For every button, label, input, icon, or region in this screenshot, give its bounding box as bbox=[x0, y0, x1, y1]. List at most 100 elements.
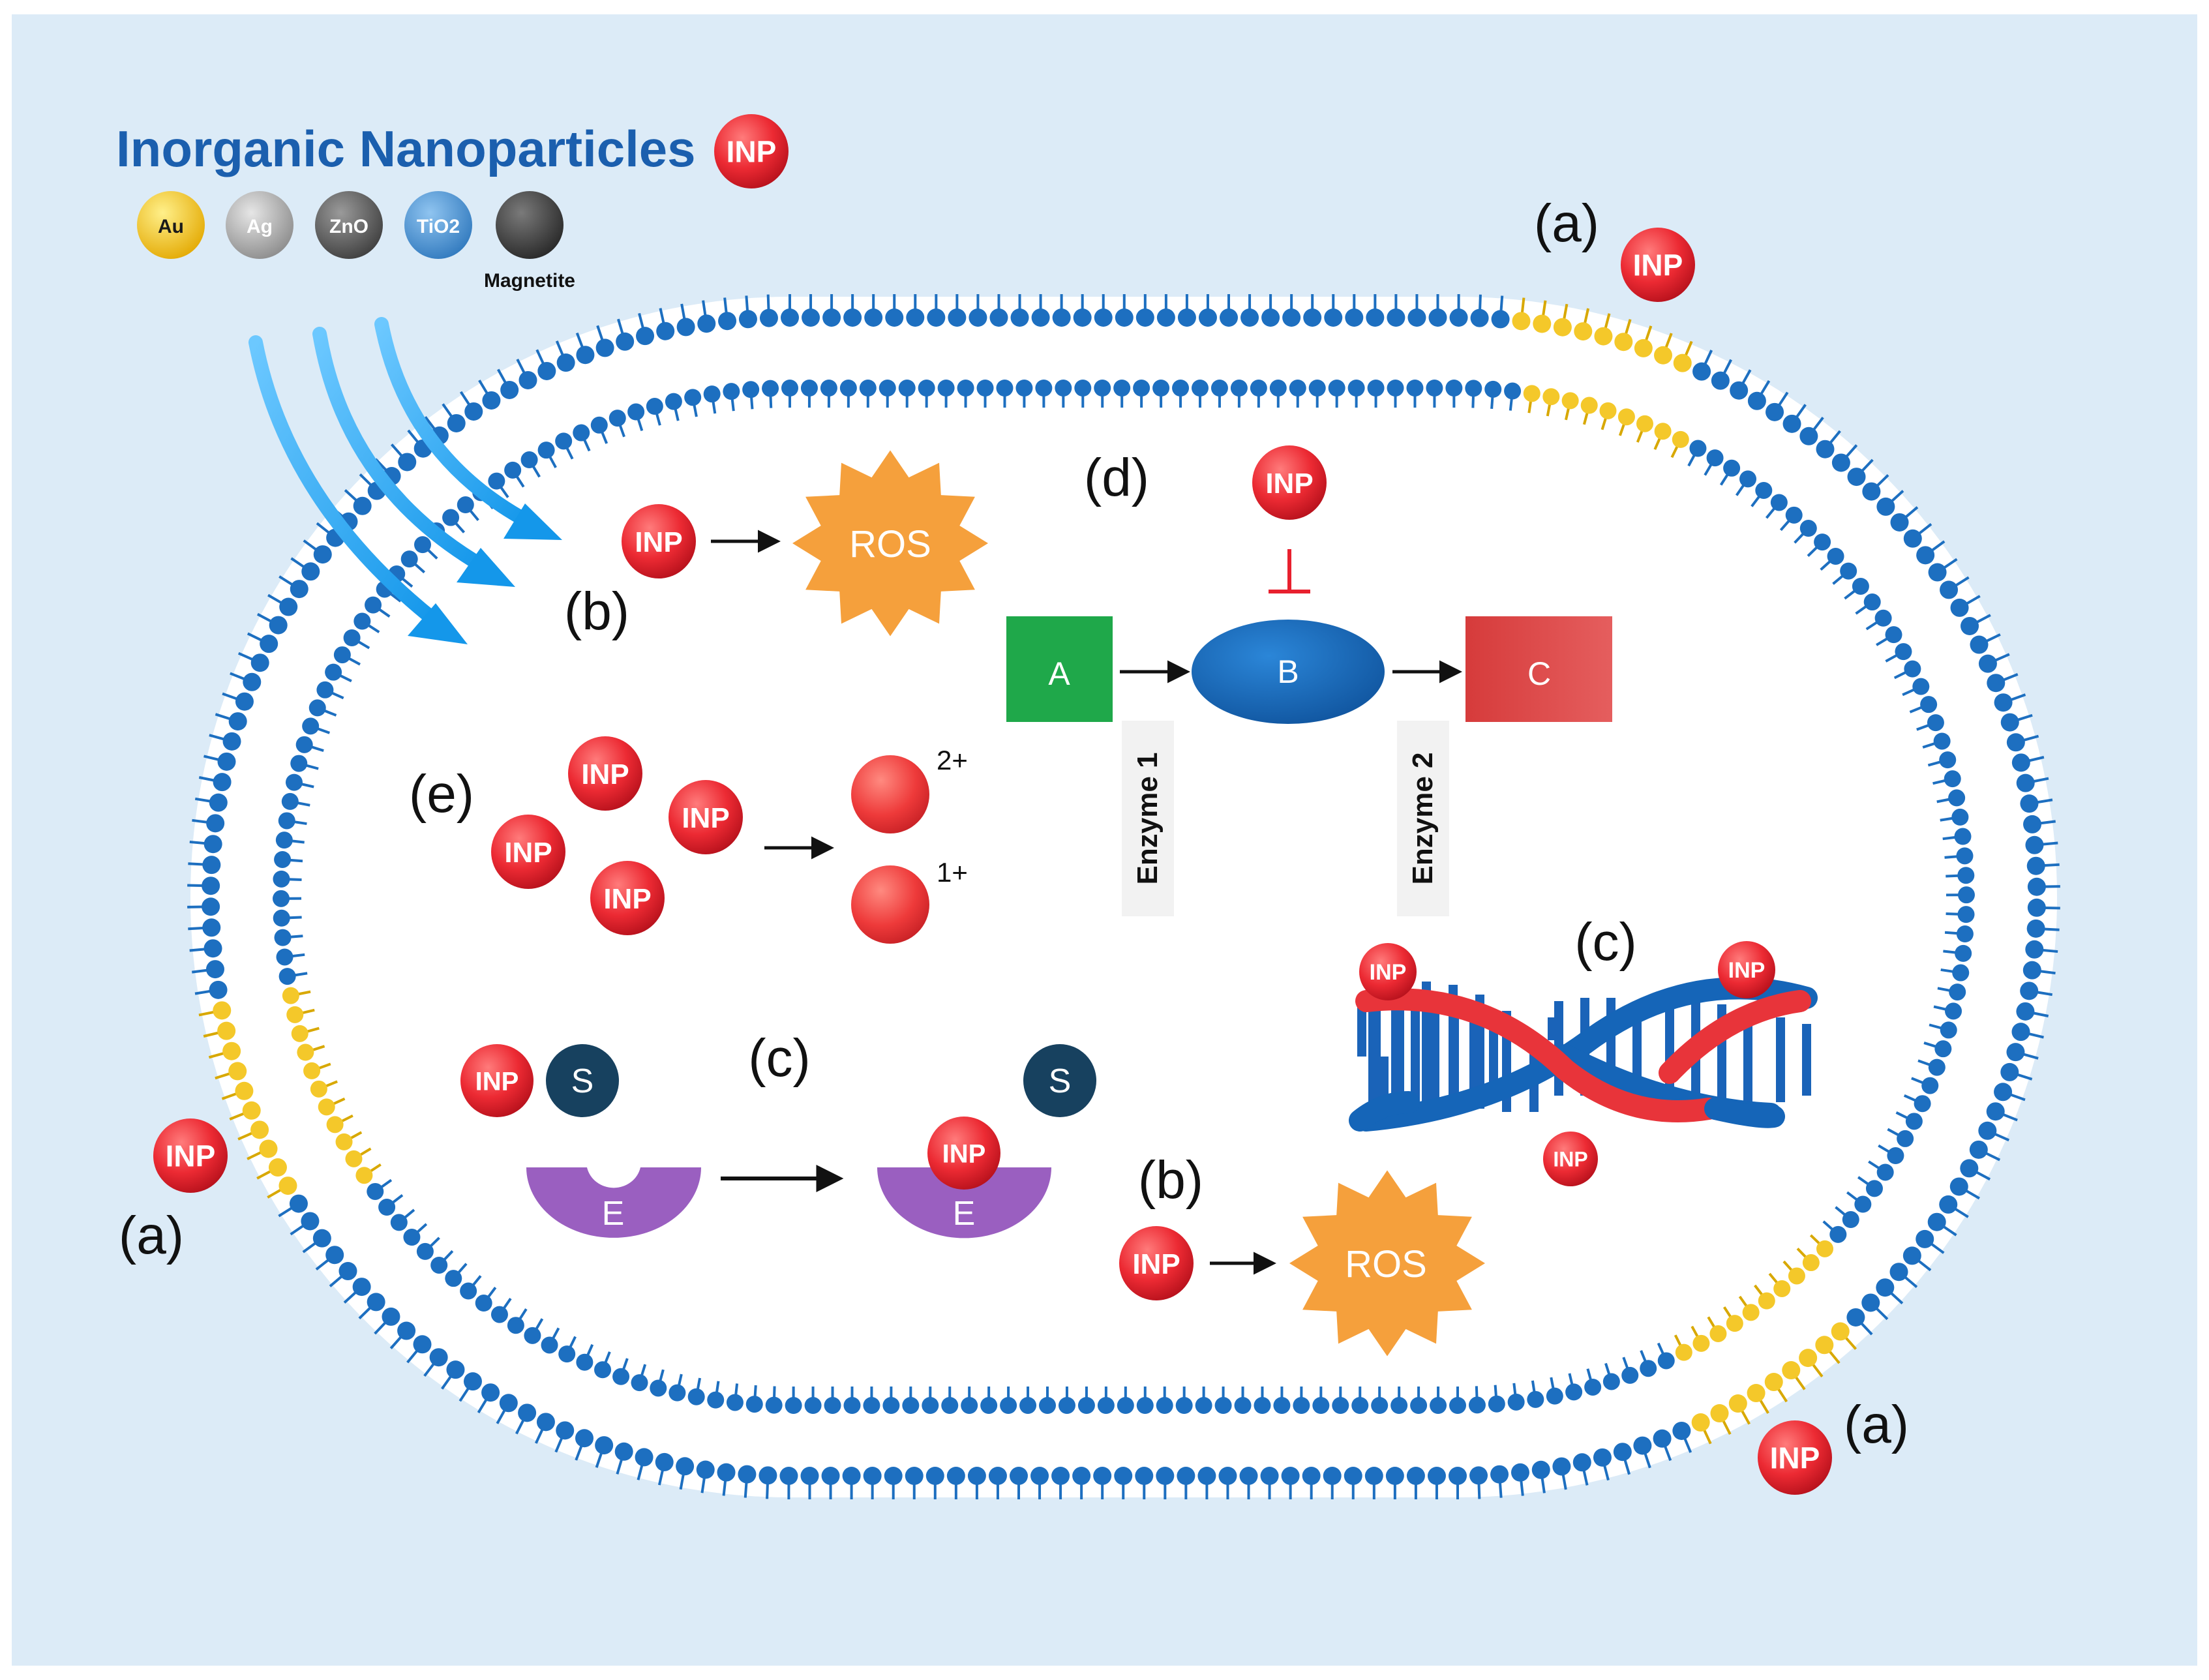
lipid-head bbox=[697, 314, 716, 333]
lipid-head bbox=[213, 773, 232, 792]
lipid-head bbox=[504, 461, 522, 479]
lipid-head bbox=[1580, 397, 1598, 414]
lipid-head bbox=[1654, 423, 1672, 440]
lipid-head bbox=[1312, 1397, 1330, 1414]
lipid-head bbox=[333, 646, 351, 664]
lipid-head bbox=[1308, 380, 1326, 397]
lipid-head bbox=[922, 1397, 939, 1414]
lipid-head bbox=[1945, 1002, 1962, 1020]
lipid-head bbox=[1957, 906, 1975, 923]
lipid-head bbox=[1675, 1343, 1692, 1361]
lipid-head bbox=[1617, 408, 1635, 426]
lipid-head bbox=[684, 389, 702, 406]
lipid-head bbox=[2011, 753, 2030, 772]
lipid-head bbox=[1074, 380, 1092, 397]
lipid-head bbox=[457, 496, 474, 514]
lipid-head bbox=[338, 1262, 357, 1281]
lipid-head bbox=[313, 545, 332, 564]
lipid-head bbox=[905, 1467, 924, 1485]
lipid-head bbox=[447, 413, 466, 432]
lipid-head bbox=[556, 1421, 575, 1440]
inp-inhibitor-particle bbox=[1252, 445, 1327, 520]
lipid-head bbox=[879, 380, 896, 397]
lipid-head bbox=[290, 580, 308, 599]
enzyme-2-label: Enzyme 2 bbox=[1407, 753, 1439, 885]
lipid-head bbox=[318, 1098, 335, 1116]
inp-dna-bottom-particle bbox=[1543, 1132, 1598, 1186]
lipid-head bbox=[696, 1460, 715, 1479]
lipid-head bbox=[297, 1043, 314, 1061]
lipid-head bbox=[302, 717, 320, 735]
lipid-head bbox=[1117, 1397, 1134, 1414]
lipid-head bbox=[555, 432, 573, 450]
lipid-head bbox=[1782, 414, 1801, 433]
lipid-head bbox=[1015, 380, 1033, 397]
lipid-head bbox=[1940, 1021, 1957, 1039]
ion-charge-2plus: 2+ bbox=[937, 745, 968, 775]
lipid-head bbox=[1916, 546, 1935, 565]
ros-burst-shape bbox=[792, 450, 988, 637]
lipid-head bbox=[1599, 402, 1617, 419]
lipid-head bbox=[898, 380, 916, 397]
silver-particle-icon bbox=[226, 191, 293, 259]
lipid-head bbox=[590, 416, 608, 434]
lipid-head bbox=[205, 960, 224, 979]
lipid-head bbox=[1952, 964, 1970, 982]
lipid-bilayer-membrane bbox=[187, 293, 2060, 1500]
lipid-head bbox=[707, 1391, 725, 1409]
lipid-head bbox=[242, 1101, 261, 1120]
dna-red-strand bbox=[1355, 988, 1720, 1122]
lipid-head bbox=[1302, 1467, 1321, 1485]
lipid-head bbox=[475, 1295, 492, 1312]
lipid-head bbox=[1709, 1325, 1727, 1342]
lipid-head bbox=[2026, 919, 2045, 938]
lipid-head bbox=[843, 308, 862, 327]
lipid-head bbox=[1510, 1463, 1529, 1482]
lipid-head bbox=[1523, 385, 1540, 402]
entry-arrowhead-1 bbox=[408, 603, 468, 644]
lipid-head bbox=[1426, 380, 1443, 397]
lipid-head bbox=[1842, 1211, 1859, 1229]
lipid-head bbox=[1449, 1467, 1467, 1485]
lipid-head bbox=[518, 370, 537, 389]
lipid-head bbox=[1218, 1467, 1237, 1485]
lipid-head bbox=[1488, 1395, 1505, 1413]
label-d: (d) bbox=[1084, 448, 1149, 507]
lipid-head bbox=[885, 308, 904, 327]
label-b-top: (b) bbox=[564, 582, 629, 641]
lipid-head bbox=[1785, 506, 1803, 524]
lipid-head bbox=[843, 1397, 861, 1414]
lipid-head bbox=[274, 929, 292, 946]
lipid-head bbox=[326, 1116, 344, 1133]
lipid-head bbox=[1058, 1397, 1075, 1414]
lipid-head bbox=[1865, 1180, 1883, 1197]
lipid-head bbox=[1887, 1147, 1904, 1165]
lipid-head bbox=[400, 550, 418, 568]
lipid-head bbox=[1895, 643, 1912, 661]
lipid-head bbox=[1730, 381, 1749, 400]
lipid-head bbox=[1114, 1467, 1133, 1485]
lipid-head bbox=[250, 653, 269, 672]
lipid-head bbox=[1816, 1240, 1834, 1257]
lipid-head bbox=[918, 380, 935, 397]
lipid-head bbox=[1133, 380, 1150, 397]
lipid-head bbox=[781, 380, 798, 397]
lipid-head bbox=[1097, 1397, 1115, 1414]
lipid-head bbox=[222, 732, 241, 751]
substrate-free bbox=[546, 1044, 619, 1117]
inp-ros-top-particle bbox=[622, 504, 696, 578]
figure-title: Inorganic Nanoparticles bbox=[116, 120, 696, 177]
lipid-head bbox=[301, 1212, 320, 1231]
lipid-head bbox=[1874, 609, 1892, 627]
lipid-head bbox=[1072, 1467, 1091, 1485]
lipid-head bbox=[442, 509, 460, 526]
lipid-head bbox=[800, 1467, 819, 1485]
lipid-head bbox=[1994, 693, 2013, 712]
lipid-head bbox=[259, 1139, 278, 1158]
lipid-head bbox=[1692, 362, 1711, 381]
lipid-head bbox=[1691, 1413, 1710, 1432]
particle-label: Ag bbox=[247, 216, 273, 237]
lipid-head bbox=[1289, 380, 1306, 397]
lipid-head bbox=[430, 1256, 448, 1274]
inp-enzyme-free-label: INP bbox=[475, 1067, 519, 1096]
